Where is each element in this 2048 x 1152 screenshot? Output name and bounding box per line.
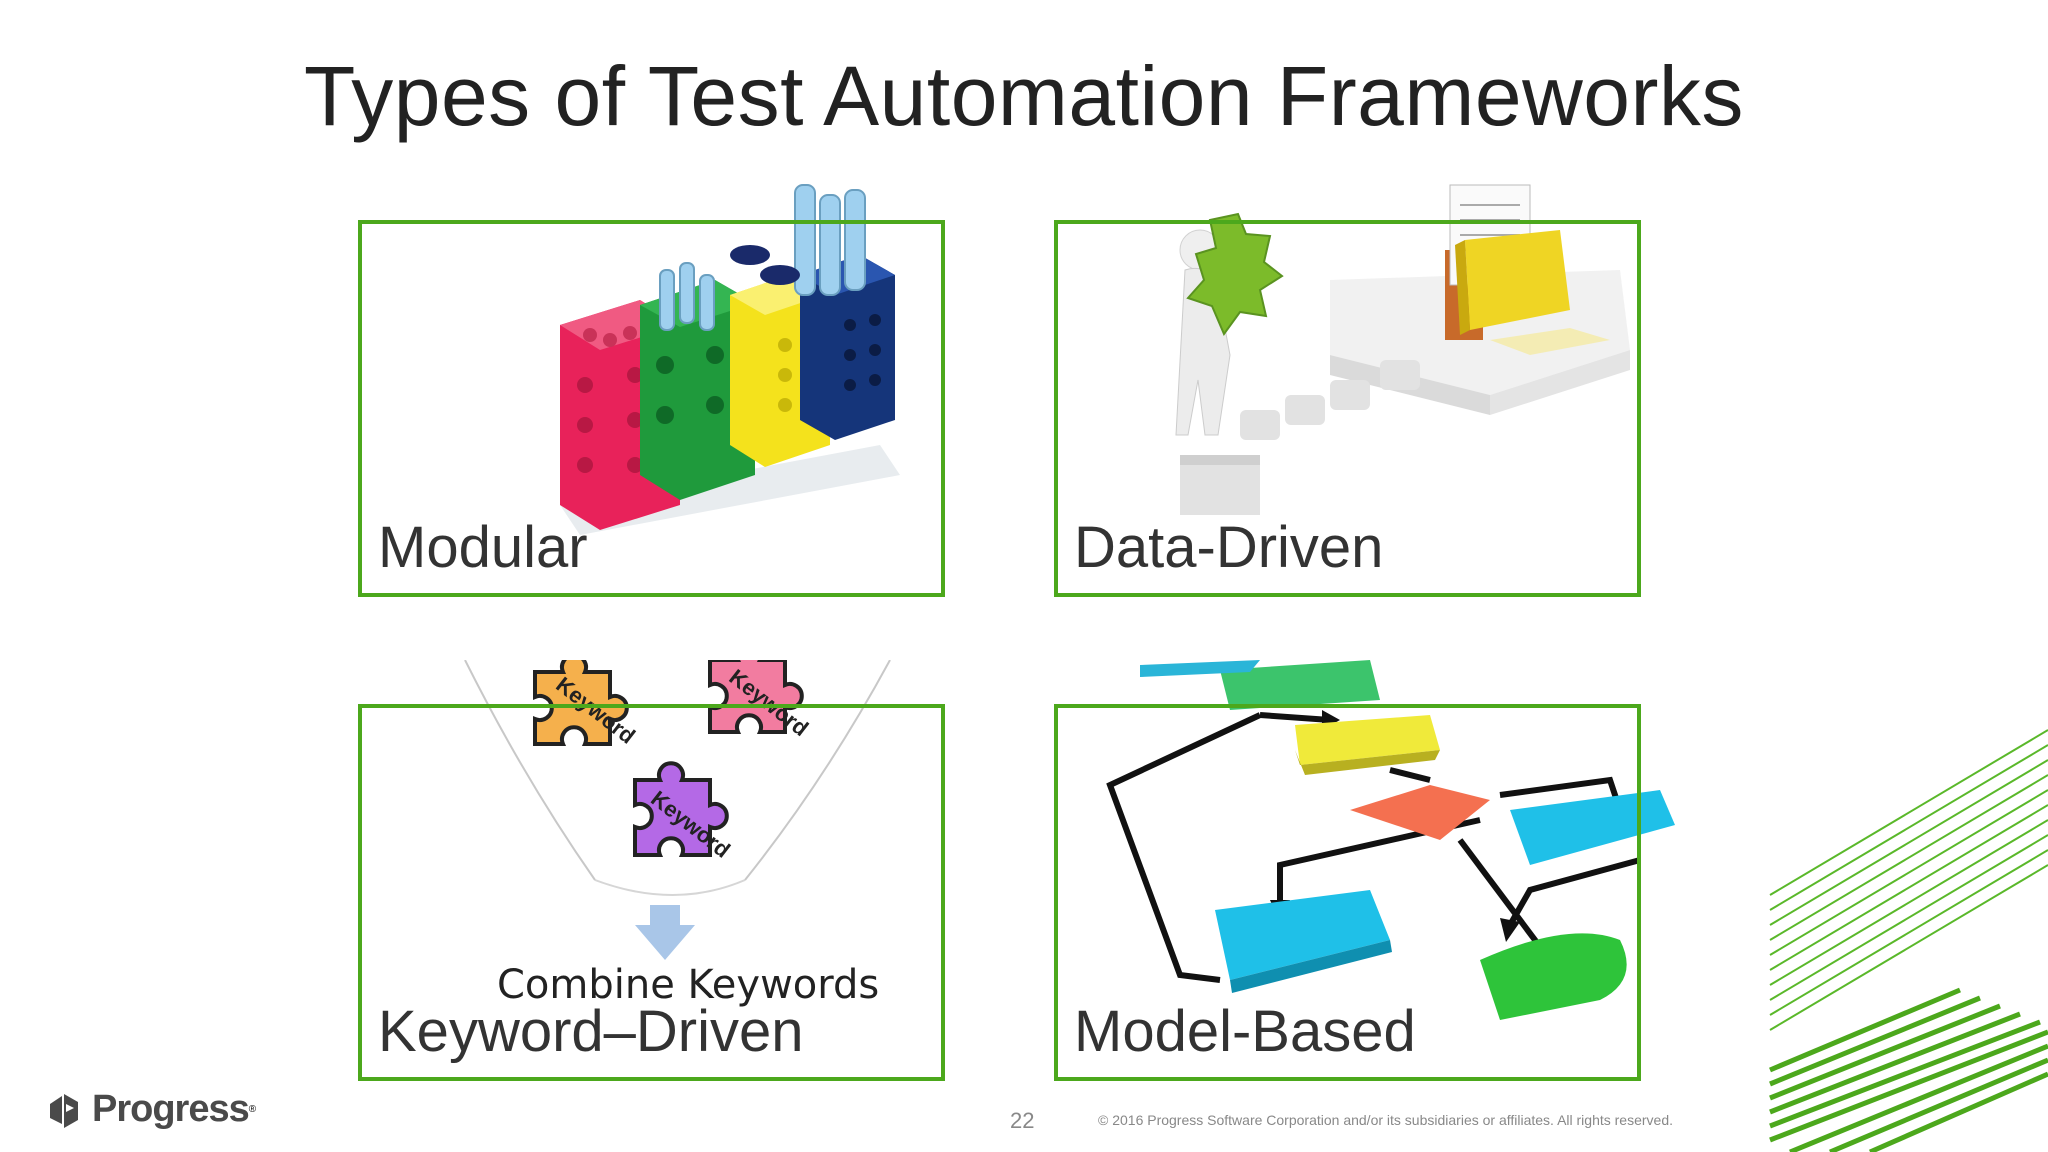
data-driven-illustration	[1175, 184, 1630, 515]
progress-logo-text: Progress	[92, 1088, 250, 1130]
combine-keywords-caption: Combine Keywords	[497, 962, 879, 1008]
panel-label-data-driven: Data-Driven	[1074, 515, 1384, 580]
flowchart-illustration	[1106, 660, 1675, 1020]
panel-label-model-based: Model-Based	[1074, 999, 1416, 1064]
decorative-stripes	[1769, 729, 2048, 1152]
panel-model-based: Model-Based	[1054, 704, 1641, 1081]
copyright-text: © 2016 Progress Software Corporation and…	[1098, 1112, 1673, 1128]
slide-title: Types of Test Automation Frameworks	[304, 49, 1744, 143]
progress-logo: Progress®	[46, 1088, 256, 1131]
test-tube-racks-illustration	[560, 184, 900, 535]
progress-logo-icon	[50, 1093, 78, 1128]
panel-label-keyword-driven: Keyword–Driven	[378, 999, 804, 1064]
down-arrow-icon	[635, 905, 695, 960]
panel-data-driven: Data-Driven	[1054, 220, 1641, 597]
panel-modular: Modular	[358, 220, 945, 597]
registered-mark: ®	[248, 1104, 257, 1115]
page-number: 22	[1010, 1108, 1035, 1133]
panel-label-modular: Modular	[378, 515, 588, 580]
panel-keyword-driven: Keyword–Driven	[358, 704, 945, 1081]
